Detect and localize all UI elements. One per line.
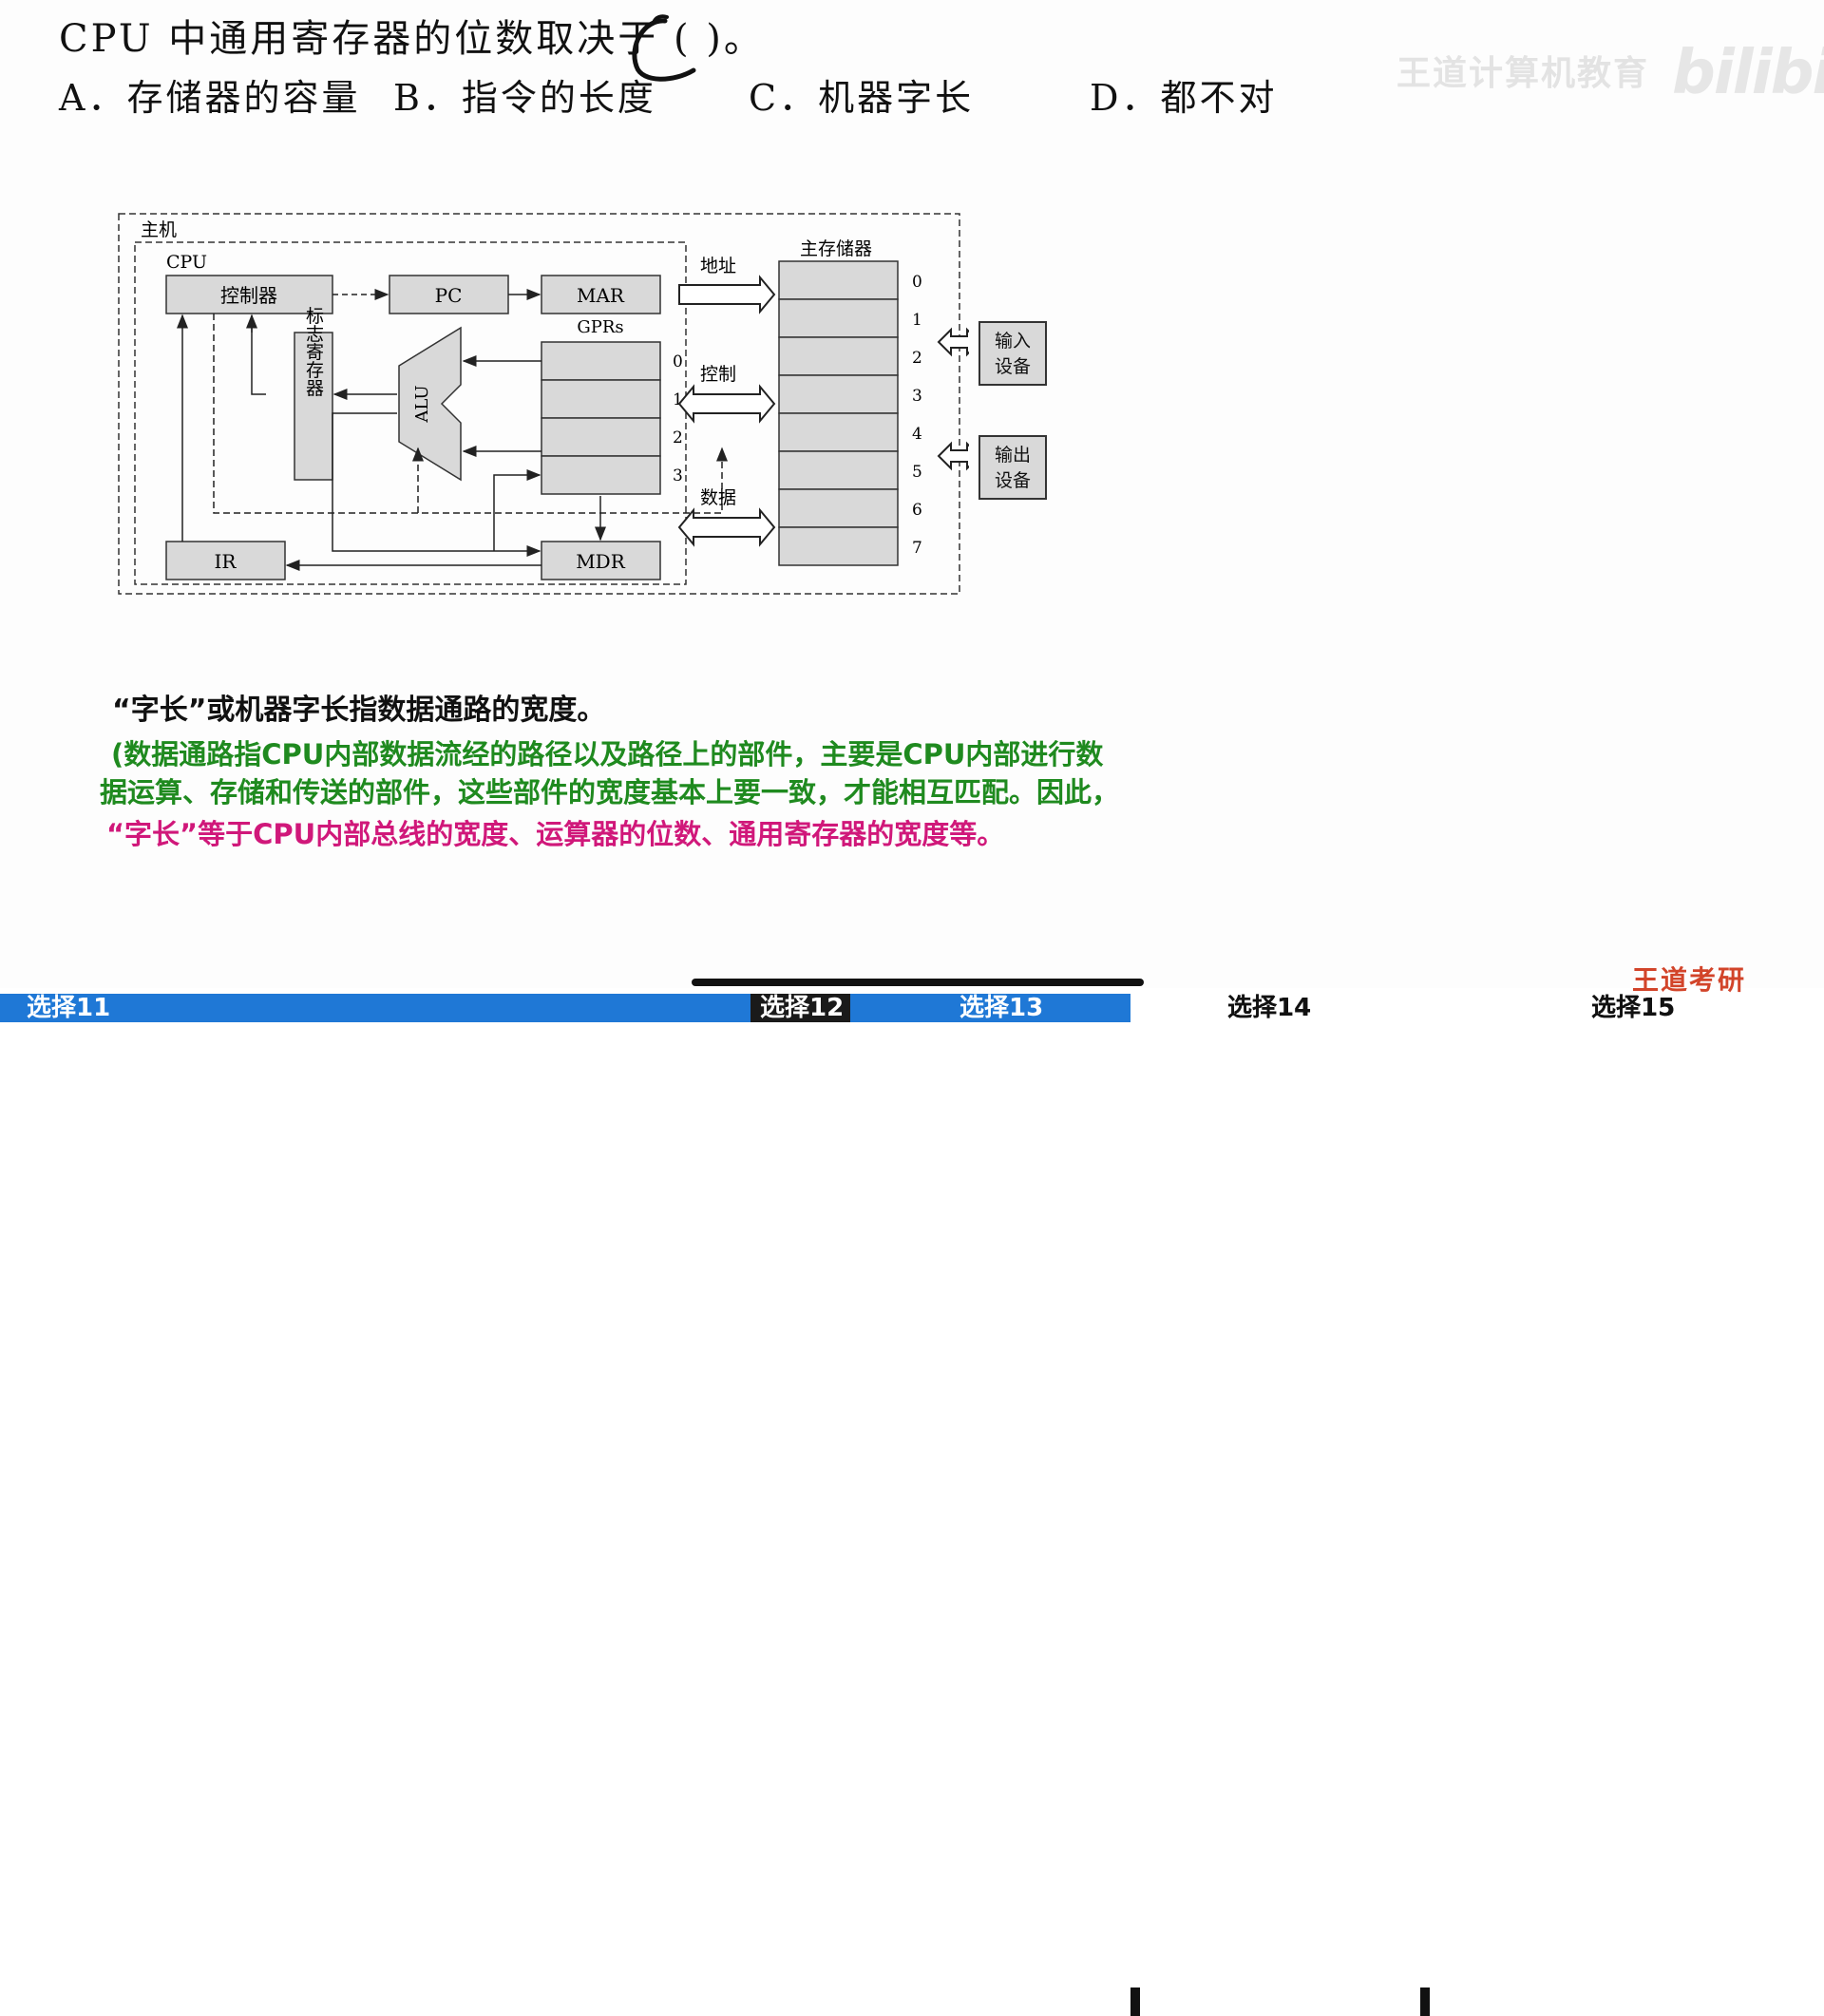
address-bus-label: 地址	[700, 256, 736, 276]
ir-label: IR	[215, 550, 238, 573]
cpu-box	[134, 241, 687, 585]
gpr-1	[541, 379, 661, 419]
gprs-label: GPRs	[577, 317, 623, 337]
alu-label: ALU	[412, 385, 432, 423]
memory-index-0: 0	[912, 273, 922, 292]
tab-choice-14[interactable]: 选择14	[1140, 994, 1420, 1022]
output-io-arrow	[937, 441, 969, 471]
mdr-box	[541, 541, 661, 580]
gpr-index-2: 2	[673, 428, 683, 447]
option-c: C．机器字长	[749, 77, 975, 119]
option-a: A．存储器的容量	[59, 77, 361, 119]
data-bus-label: 数据	[700, 487, 736, 508]
computer-architecture-diagram: 主机 CPU 控制器 PC MAR 标志寄存器 ALU GPRs 0 1 2 3	[118, 213, 969, 595]
slide-canvas: CPU 中通用寄存器的位数取决于 ( )。 A．存储器的容量 B．指令的长度 C…	[0, 0, 1824, 996]
gpr-index-3: 3	[673, 466, 683, 485]
memory-index-7: 7	[912, 539, 922, 558]
tab-choice-14-label: 选择14	[1227, 994, 1312, 1022]
memory-label: 主存储器	[800, 238, 872, 259]
control-bus-label: 控制	[700, 364, 736, 385]
memory-cell-3	[778, 374, 899, 414]
pc-box	[389, 275, 509, 314]
note-explanation-line2: 据运算、存储和传送的部件，这些部件的宽度基本上要一致，才能相互匹配。因此，	[100, 776, 1120, 808]
mdr-label: MDR	[576, 550, 626, 573]
address-bus-arrow	[678, 275, 776, 314]
flag-register-box	[294, 332, 333, 481]
control-bus-arrow	[677, 384, 776, 424]
option-b: B．指令的长度	[393, 77, 656, 119]
memory-cell-4	[778, 412, 899, 452]
pc-label: PC	[435, 284, 463, 307]
cpu-label: CPU	[166, 252, 207, 273]
tab-choice-11[interactable]: 选择11	[0, 994, 750, 1022]
tab-choice-13[interactable]: 选择13	[850, 994, 1130, 1022]
memory-index-6: 6	[912, 501, 922, 520]
memory-cell-7	[778, 526, 899, 566]
chapter-tab-bar: 选择11 选择12 选择13 选择14 选择15	[0, 994, 1824, 2016]
brand-logo-text: 王道考研	[1632, 964, 1747, 996]
tab-choice-12[interactable]: 选择12	[750, 994, 850, 1022]
bilibili-logo: bilibili	[1672, 38, 1824, 108]
mar-box	[541, 275, 661, 314]
data-bus-arrow	[677, 507, 776, 547]
gpr-2	[541, 417, 661, 457]
ir-box	[165, 541, 286, 580]
gpr-index-1: 1	[673, 390, 683, 409]
output-device-label: 输出设备	[994, 445, 1031, 491]
question-text: CPU 中通用寄存器的位数取决于 ( )。	[59, 17, 765, 61]
mar-label: MAR	[577, 284, 625, 307]
tab-choice-15-label: 选择15	[1591, 994, 1676, 1022]
memory-cell-2	[778, 336, 899, 376]
note-conclusion: “字长”等于CPU内部总线的宽度、运算器的位数、通用寄存器的宽度等。	[106, 818, 1005, 850]
gpr-0	[541, 341, 661, 381]
tab-divider	[1130, 1987, 1140, 2016]
handwritten-answer-c	[632, 14, 696, 82]
gpr-3	[541, 455, 661, 495]
gpr-index-0: 0	[673, 352, 683, 371]
host-box	[118, 213, 960, 595]
flag-register-label: 标志寄存器	[303, 306, 324, 396]
tab-choice-12-label: 选择12	[760, 994, 845, 1022]
memory-cell-0	[778, 260, 899, 300]
tab-divider	[1420, 1987, 1430, 2016]
memory-cell-1	[778, 298, 899, 338]
note-definition: “字长”或机器字长指数据通路的宽度。	[112, 694, 606, 727]
alu-shape	[398, 326, 462, 482]
memory-index-3: 3	[912, 387, 922, 406]
tab-choice-13-label: 选择13	[960, 994, 1044, 1022]
input-device-label: 输入设备	[994, 331, 1031, 377]
progress-scrubber[interactable]	[692, 979, 1144, 986]
host-label: 主机	[141, 219, 177, 240]
tab-choice-15[interactable]: 选择15	[1430, 994, 1824, 1022]
note-explanation: (数据通路指CPU内部数据流经的路径以及路径上的部件，主要是CPU内部进行数 据…	[100, 735, 1297, 811]
input-io-arrow	[937, 327, 969, 357]
memory-index-4: 4	[912, 425, 922, 444]
memory-index-5: 5	[912, 463, 922, 482]
memory-cell-5	[778, 450, 899, 490]
input-device-box: 输入设备	[978, 321, 1047, 386]
note-explanation-line1: (数据通路指CPU内部数据流经的路径以及路径上的部件，主要是CPU内部进行数	[111, 738, 1104, 770]
tab-choice-11-label: 选择11	[27, 994, 111, 1022]
output-device-box: 输出设备	[978, 435, 1047, 500]
watermark-text: 王道计算机教育	[1396, 54, 1650, 93]
memory-index-1: 1	[912, 311, 922, 330]
controller-label: 控制器	[220, 284, 277, 307]
memory-index-2: 2	[912, 349, 922, 368]
memory-cell-6	[778, 488, 899, 528]
option-d: D．都不对	[1090, 77, 1278, 119]
